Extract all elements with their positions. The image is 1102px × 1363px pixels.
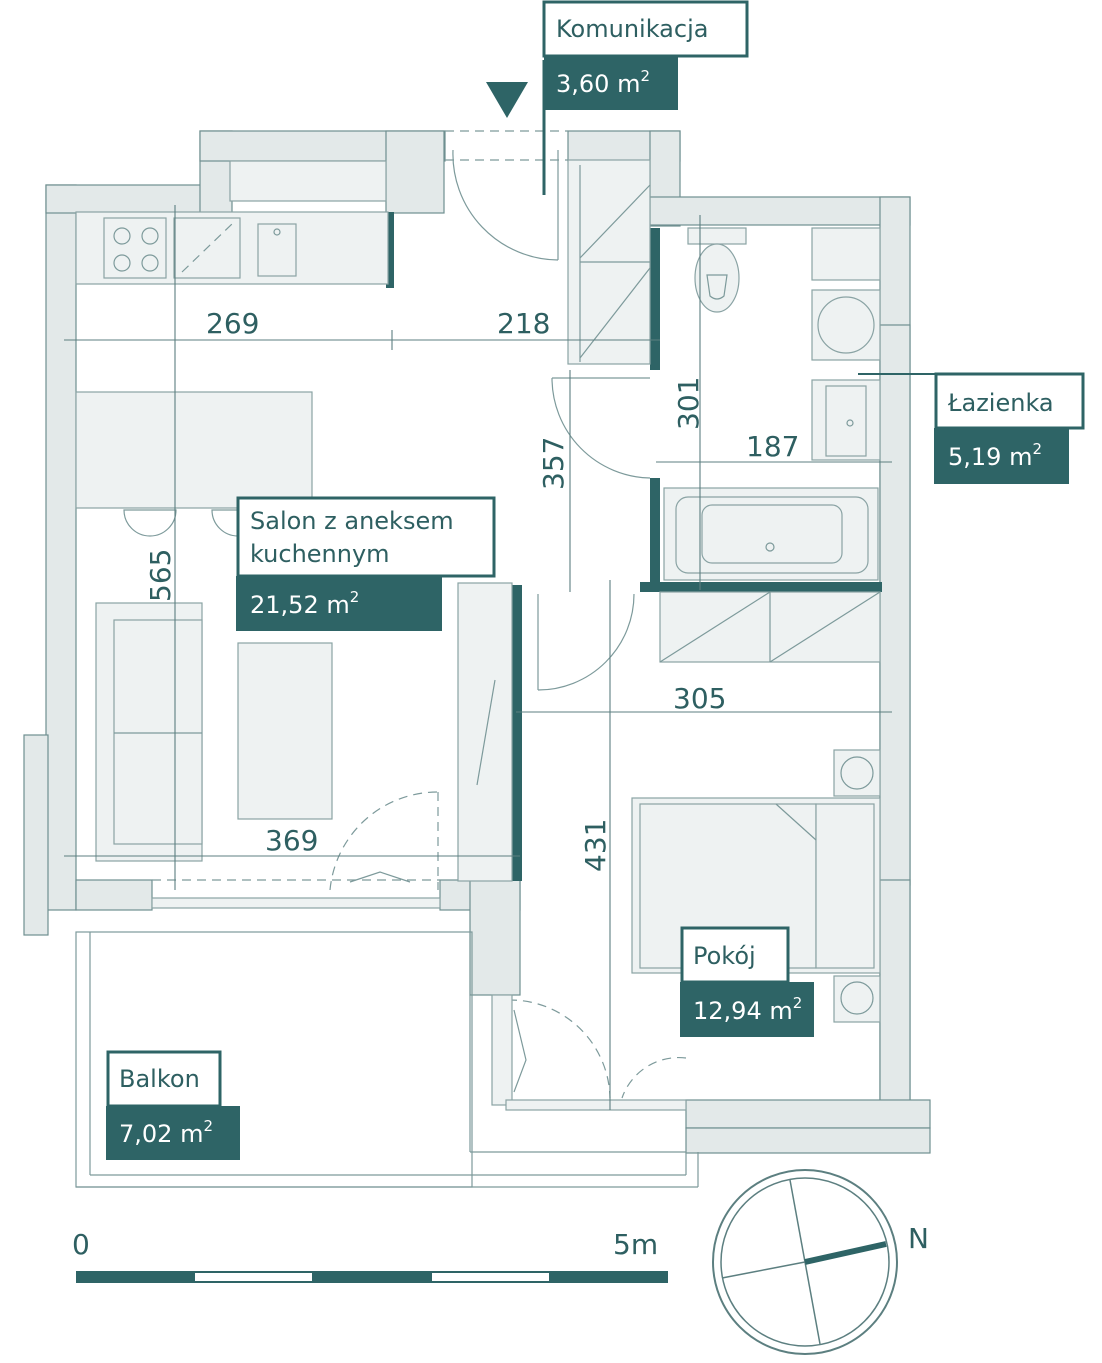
dim-431: 431 [579,819,612,872]
scale-start-label: 0 [72,1228,90,1261]
dining-table [75,391,313,537]
room-label-salon: Salon z aneksem kuchennym 21,52 m2 [236,496,496,631]
room-label-lazienka: Łazienka 5,19 m2 [858,372,1085,484]
room-area: 21,52 m2 [250,588,359,619]
room-name-line2: kuchennym [250,540,390,568]
walls [23,130,931,1154]
entrance-marker-icon [486,82,528,118]
room-name: Łazienka [947,389,1054,417]
room-name: Balkon [119,1065,200,1093]
dim-305: 305 [673,682,726,715]
scale-bar: 0 5m [72,1228,668,1283]
room-area: 3,60 m2 [556,67,650,98]
dim-218: 218 [497,307,550,340]
dim-357: 357 [537,437,570,490]
room-area: 7,02 m2 [119,1117,213,1148]
room-label-balkon: Balkon 7,02 m2 [106,1050,240,1160]
room-name-line1: Salon z aneksem [250,507,454,535]
room-name: Komunikacja [556,15,708,43]
dimension-lines [64,205,892,1110]
dim-269: 269 [206,307,259,340]
dim-369: 369 [265,824,318,857]
bedroom-furniture [631,591,881,1023]
sofa [95,602,333,862]
compass-north-label: N [908,1222,929,1255]
compass-icon: N [712,1169,929,1355]
hall-wardrobe [567,159,651,365]
dim-187: 187 [746,430,799,463]
room-area: 5,19 m2 [948,440,1042,471]
wardrobe [457,582,513,882]
room-label-pokoj: Pokój 12,94 m2 [680,926,814,1037]
room-area: 12,94 m2 [693,994,802,1025]
dim-301: 301 [672,377,705,430]
scale-end-label: 5m [613,1228,658,1261]
room-label-komunikacja: Komunikacja 3,60 m2 [542,0,749,110]
doors [151,130,687,1111]
room-name: Pokój [693,942,756,970]
dimension-labels: 269 218 187 305 369 301 357 565 431 [144,307,799,872]
balcony [75,931,699,1188]
dim-565: 565 [144,549,177,602]
kitchen-counter [75,160,389,285]
